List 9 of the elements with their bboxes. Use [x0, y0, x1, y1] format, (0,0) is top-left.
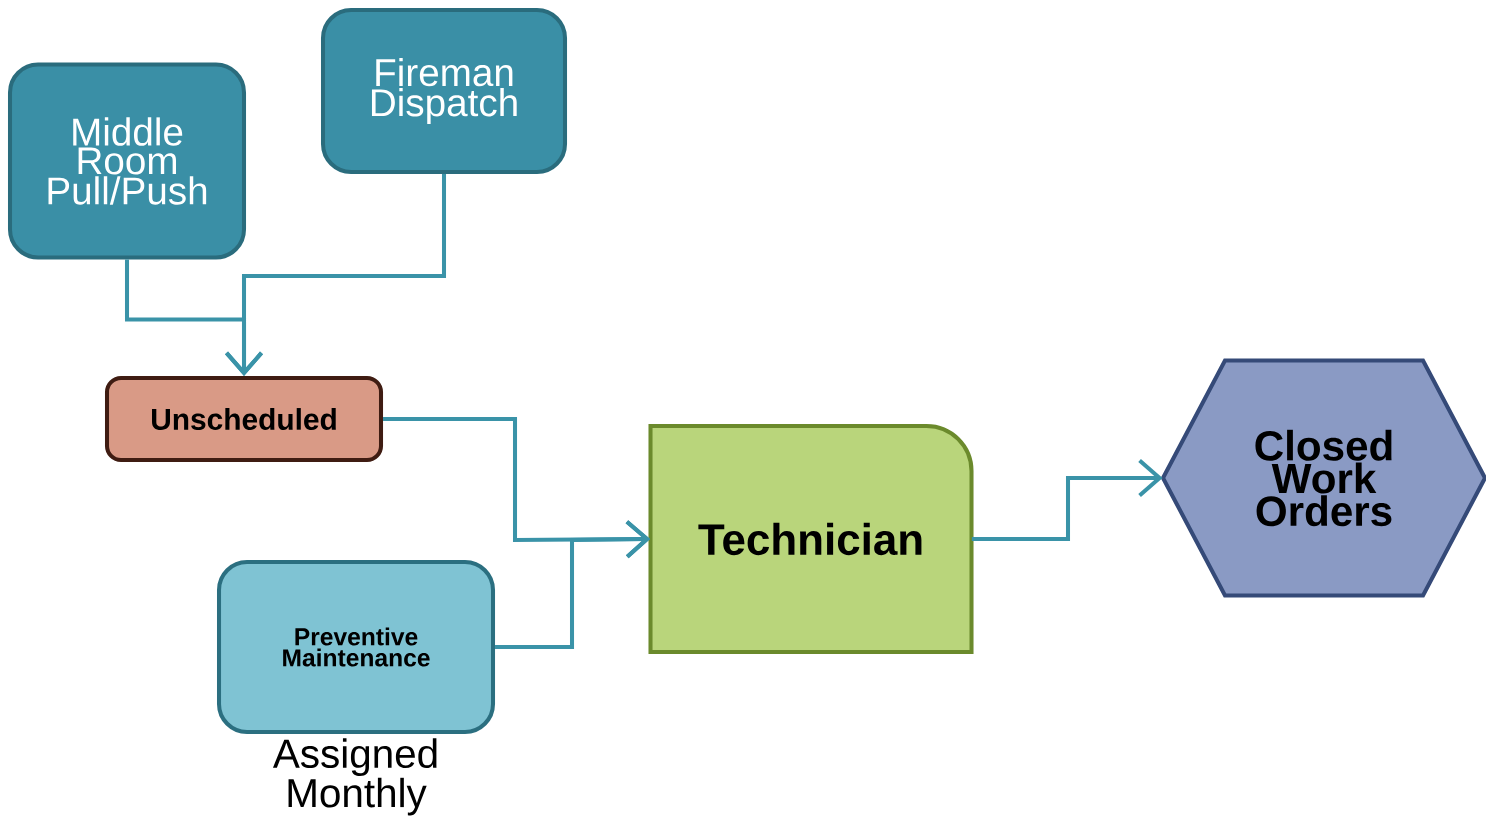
node-caption: Assigned Monthly — [272, 738, 437, 816]
process-box: Unscheduled — [105, 376, 384, 462]
process-box: Middle Room Pull/Push — [8, 62, 247, 260]
process-box: Preventive Maintenance — [217, 560, 496, 734]
arrow — [971, 458, 1163, 541]
process-box: Technician — [648, 424, 974, 654]
arrow — [495, 520, 651, 649]
arrow — [225, 174, 447, 376]
process-box: Fireman Dispatch — [321, 8, 568, 174]
